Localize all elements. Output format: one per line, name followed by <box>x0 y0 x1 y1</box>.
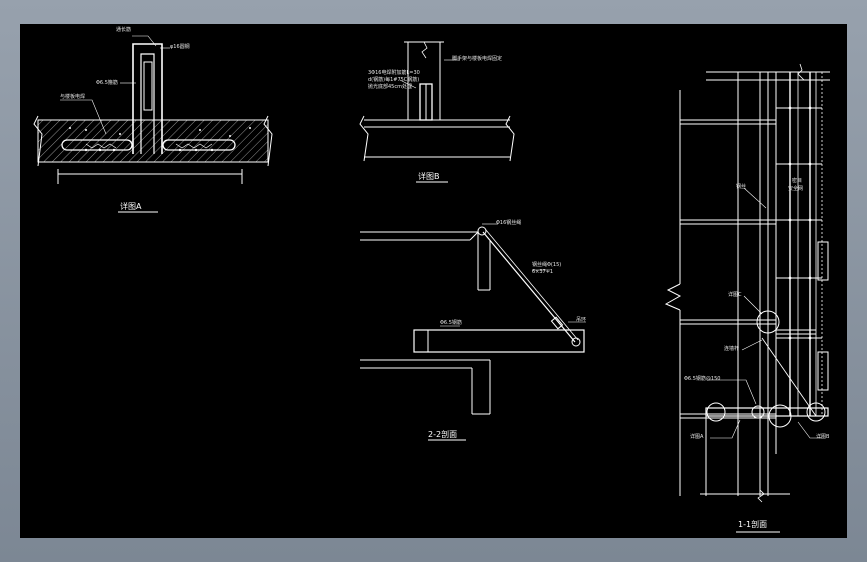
label-11-tie: 连墙杆 <box>724 346 740 352</box>
detail-a-title: 详图A <box>120 202 142 211</box>
detail-c-title: 2-2剖面 <box>428 430 458 439</box>
drawing-canvas[interactable]: 通长筋 φ16圆钢 Φ6.5箍筋 与楼板电焊 详图A 3Φ16电焊附加筋L=30… <box>20 24 847 538</box>
detail-a-drawing <box>33 35 273 213</box>
label-11-rope: 钢丝 <box>736 184 747 190</box>
label-11-net-2: 安全网 <box>788 186 804 192</box>
section-1-1-drawing <box>664 63 830 533</box>
detail-b-drawing <box>359 41 515 183</box>
label-weld: 与楼板电焊 <box>60 94 86 100</box>
section-1-1-title: 1-1剖面 <box>738 520 768 529</box>
label-c-ring: 吊环 <box>576 317 587 323</box>
label-11-detail-c: 详图C <box>728 292 742 298</box>
label-c-rope-1: 钢丝绳Φ(15) <box>532 262 562 268</box>
label-11-stirrup: Φ6.5钢筋@150 <box>684 376 721 382</box>
label-11-net-1: 密目 <box>792 178 803 184</box>
label-c-rope-2: 6×37+1 <box>532 269 554 275</box>
label-b-note-3: 抛光底部45cm处理 <box>368 84 412 90</box>
label-11-detail-a: 详图A <box>690 434 704 440</box>
label-11-detail-b: 详图B <box>816 434 830 440</box>
detail-b-title: 详图B <box>418 172 440 181</box>
label-b-note-2: d(钢筋)每1#75C钢筋) <box>368 77 420 83</box>
label-b-note-right: 脚手架与楼板电焊固定 <box>452 56 503 62</box>
cad-drawing <box>33 35 830 533</box>
label-round-bar: φ16圆钢 <box>170 44 190 50</box>
label-c-beam: Φ6.5钢筋 <box>440 320 462 326</box>
detail-c-drawing <box>360 223 586 441</box>
label-stirrup: Φ6.5箍筋 <box>96 80 118 86</box>
label-c-top: Φ16钢丝绳 <box>496 220 522 226</box>
label-b-note-1: 3Φ16电焊附加筋L=30 <box>368 70 420 76</box>
label-top-bar: 通长筋 <box>116 27 132 33</box>
